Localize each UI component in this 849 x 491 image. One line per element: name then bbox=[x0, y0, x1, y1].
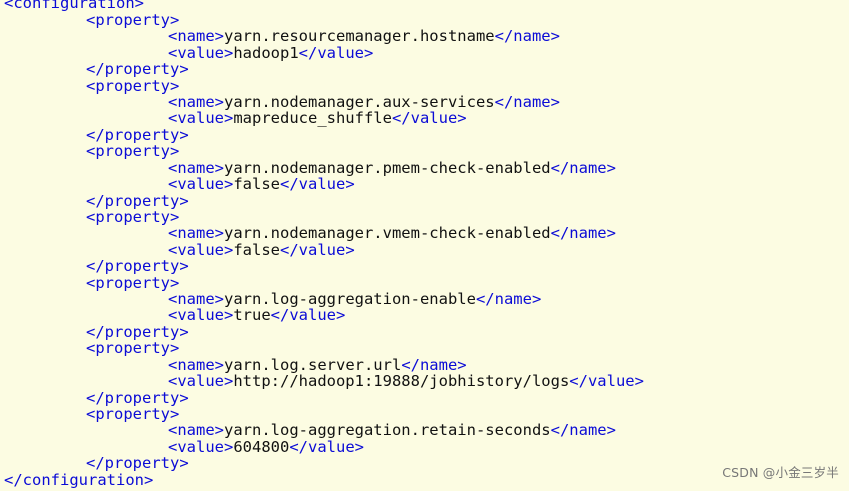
property-name: yarn.nodemanager.pmem-check-enabled bbox=[224, 159, 551, 177]
configuration-open-tag: <configuration> bbox=[4, 0, 144, 12]
name-open-tag: <name> bbox=[168, 356, 224, 374]
value-close-tag: </value> bbox=[270, 306, 346, 324]
value-close-tag: </value> bbox=[289, 438, 364, 456]
property-close-tag: </property> bbox=[86, 389, 189, 407]
property-name-line: <name>yarn.log-aggregation-enable</name> bbox=[168, 291, 541, 307]
property-name-line: <name>yarn.nodemanager.pmem-check-enable… bbox=[168, 160, 616, 176]
value-open-tag: <value> bbox=[168, 438, 234, 456]
property-name-line: <name>yarn.resourcemanager.hostname</nam… bbox=[168, 28, 560, 44]
property-value: mapreduce_shuffle bbox=[233, 109, 392, 127]
value-open-tag: <value> bbox=[168, 44, 234, 62]
property-name: yarn.resourcemanager.hostname bbox=[224, 27, 495, 45]
property-close-tag: </property> bbox=[86, 126, 189, 144]
name-close-tag: </name> bbox=[401, 356, 467, 374]
property-open-tag: <property> bbox=[86, 77, 180, 95]
csdn-watermark: CSDN @小金三岁半 bbox=[722, 465, 839, 480]
property-value-line: <value>hadoop1</value> bbox=[168, 45, 373, 61]
property-value-line: <value>false</value> bbox=[168, 242, 355, 258]
property-open-tag: <property> bbox=[86, 208, 180, 226]
property-name: yarn.nodemanager.aux-services bbox=[224, 93, 495, 111]
name-close-tag: </name> bbox=[550, 159, 616, 177]
name-close-tag: </name> bbox=[475, 290, 542, 308]
name-open-tag: <name> bbox=[168, 27, 224, 45]
property-value-line: <value>true</value> bbox=[168, 307, 345, 323]
property-close-tag: </property> bbox=[86, 257, 189, 275]
value-close-tag: </value> bbox=[280, 175, 355, 193]
property-name-line: <name>yarn.nodemanager.aux-services</nam… bbox=[168, 94, 560, 110]
property-value: 604800 bbox=[233, 438, 290, 456]
configuration-close-tag: </configuration> bbox=[4, 471, 154, 489]
value-open-tag: <value> bbox=[168, 175, 234, 193]
value-close-tag: </value> bbox=[298, 44, 374, 62]
property-value: http://hadoop1:19888/jobhistory/logs bbox=[233, 372, 570, 390]
property-value: hadoop1 bbox=[233, 44, 299, 62]
property-name: yarn.log-aggregation.retain-seconds bbox=[224, 421, 551, 439]
property-close-tag: </property> bbox=[86, 454, 189, 472]
property-open-tag: <property> bbox=[86, 405, 180, 423]
property-close-tag: </property> bbox=[86, 192, 189, 210]
property-name: yarn.log.server.url bbox=[224, 356, 402, 374]
value-open-tag: <value> bbox=[168, 241, 234, 259]
property-close-tag: </property> bbox=[86, 60, 189, 78]
property-open-tag: <property> bbox=[86, 142, 180, 160]
property-value: true bbox=[233, 306, 271, 324]
value-open-tag: <value> bbox=[168, 109, 234, 127]
property-value-line: <value>mapreduce_shuffle</value> bbox=[168, 110, 467, 126]
property-name-line: <name>yarn.nodemanager.vmem-check-enable… bbox=[168, 225, 616, 241]
name-close-tag: </name> bbox=[550, 224, 616, 242]
value-close-tag: </value> bbox=[280, 241, 355, 259]
name-close-tag: </name> bbox=[494, 93, 560, 111]
name-close-tag: </name> bbox=[550, 421, 616, 439]
property-value-line: <value>false</value> bbox=[168, 176, 355, 192]
property-value: false bbox=[233, 241, 280, 259]
property-name-line: <name>yarn.log-aggregation.retain-second… bbox=[168, 422, 616, 438]
name-open-tag: <name> bbox=[168, 290, 224, 308]
name-close-tag: </name> bbox=[494, 27, 560, 45]
property-value-line: <value>http://hadoop1:19888/jobhistory/l… bbox=[168, 373, 644, 389]
property-close-tag: </property> bbox=[86, 323, 189, 341]
name-open-tag: <name> bbox=[168, 421, 224, 439]
property-value-line: <value>604800</value> bbox=[168, 439, 364, 455]
name-open-tag: <name> bbox=[168, 224, 224, 242]
name-open-tag: <name> bbox=[168, 93, 224, 111]
property-name-line: <name>yarn.log.server.url</name> bbox=[168, 357, 467, 373]
property-open-tag: <property> bbox=[86, 339, 180, 357]
property-open-tag: <property> bbox=[86, 274, 180, 292]
property-name: yarn.log-aggregation-enable bbox=[224, 290, 476, 308]
value-open-tag: <value> bbox=[168, 306, 234, 324]
value-close-tag: </value> bbox=[391, 109, 467, 127]
value-close-tag: </value> bbox=[569, 372, 644, 390]
property-open-tag: <property> bbox=[86, 11, 180, 29]
property-name: yarn.nodemanager.vmem-check-enabled bbox=[224, 224, 551, 242]
property-value: false bbox=[233, 175, 280, 193]
name-open-tag: <name> bbox=[168, 159, 224, 177]
value-open-tag: <value> bbox=[168, 372, 234, 390]
